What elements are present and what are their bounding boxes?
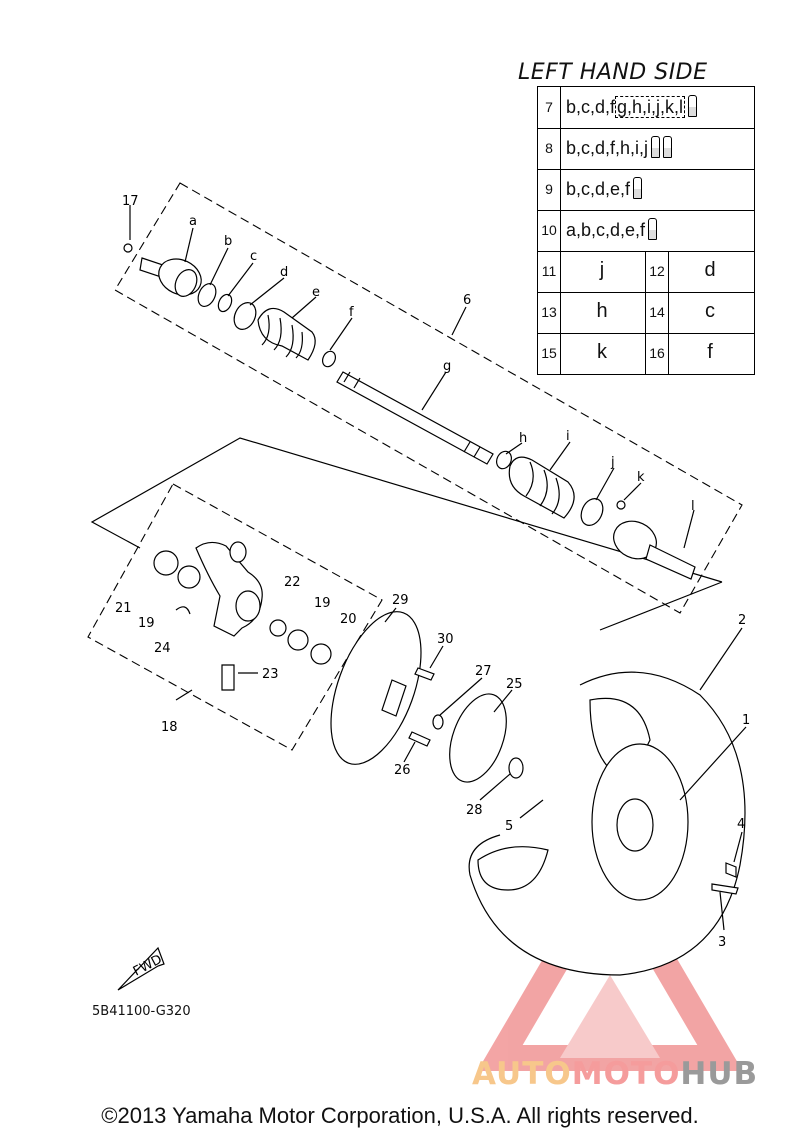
o-ring-27 (432, 714, 444, 730)
legend-row: 8 b,c,d,f,h,i,j (537, 128, 755, 170)
valve-3 (711, 883, 739, 895)
label-2: 2 (738, 613, 746, 628)
label-c: c (250, 249, 257, 264)
boot-e (257, 307, 316, 361)
oil-seal-19a (177, 565, 201, 589)
label-17: 17 (122, 194, 139, 209)
stud-26 (408, 731, 431, 747)
ring-c (217, 293, 233, 313)
fwd-arrow-icon: FWD (117, 946, 165, 991)
collar-22 (269, 619, 287, 637)
cv-joint-outer-a (139, 257, 202, 297)
label-k: k (637, 470, 645, 485)
watermark-text: AUTOMOTOHUB (472, 1056, 759, 1092)
diagram-code: 5B41100-G320 (92, 1004, 191, 1019)
grease-tube-icon (663, 136, 673, 159)
legend-pair-row: 13 h 14 c (537, 292, 755, 334)
label-a: a (189, 214, 197, 229)
label-f: f (349, 305, 354, 320)
label-23: 23 (262, 667, 279, 682)
ball-joint-23 (221, 664, 235, 691)
label-22: 22 (284, 575, 301, 590)
leader-lines (129, 205, 747, 931)
nut-4 (725, 862, 737, 878)
oil-seal-19b (287, 629, 309, 651)
label-29: 29 (392, 593, 409, 608)
fwd-label: FWD (131, 952, 165, 979)
wheel-rim-1 (591, 743, 689, 901)
band-j (580, 498, 604, 526)
legend-pair-row: 15 k 16 f (537, 333, 755, 375)
label-28: 28 (466, 803, 483, 818)
nut-28 (508, 757, 524, 779)
label-h: h (519, 431, 527, 446)
shaft-g (336, 371, 494, 465)
dashed-boxed-group: g,h,i,j,k,l (615, 96, 686, 118)
band-d (233, 302, 257, 330)
label-19a: 19 (138, 616, 155, 631)
grease-tube-icon (688, 95, 698, 118)
label-20: 20 (340, 612, 357, 627)
label-18: 18 (161, 720, 178, 735)
circlip-24 (175, 606, 191, 615)
legend-pair-row: 11 j 12 d (537, 251, 755, 293)
steering-knuckle (195, 541, 263, 637)
legend-row-number: 7 (538, 87, 561, 128)
grease-tube-icon (648, 218, 658, 241)
hub-25 (449, 693, 507, 783)
knuckle-group-box (87, 483, 383, 751)
label-e: e (312, 285, 320, 300)
boot-i (508, 456, 575, 519)
label-d: d (280, 265, 288, 280)
copyright-notice: ©2013 Yamaha Motor Corporation, U.S.A. A… (101, 1103, 699, 1128)
grease-tube-icon (651, 136, 661, 159)
label-6: 6 (463, 293, 471, 308)
brake-disc-29 (330, 611, 422, 765)
label-j: j (610, 455, 615, 470)
label-4: 4 (737, 817, 745, 832)
grease-tube-icon (633, 177, 643, 200)
driveshaft-group-box (114, 182, 743, 614)
label-5: 5 (505, 819, 513, 834)
label-30: 30 (437, 632, 454, 647)
label-b: b (224, 234, 232, 249)
bolt-30 (414, 667, 435, 681)
legend-row: 10 a,b,c,d,e,f (537, 210, 755, 252)
label-19b: 19 (314, 596, 331, 611)
assembly-outline (90, 437, 723, 583)
label-26: 26 (394, 763, 411, 778)
label-27: 27 (475, 664, 492, 679)
circlip-17 (123, 243, 133, 253)
label-25: 25 (506, 677, 523, 692)
label-g: g (443, 359, 451, 374)
label-21: 21 (115, 601, 132, 616)
label-1: 1 (742, 713, 750, 728)
circlip-k (616, 500, 626, 510)
callout-labels: 17 a b c d e f 6 g h i j k l 2 1 4 3 5 2… (115, 194, 750, 950)
bearing-21 (153, 550, 179, 576)
band-f (321, 350, 337, 368)
label-l: l (691, 499, 695, 514)
legend-row: 9 b,c,d,e,f (537, 169, 755, 211)
circlip-b (197, 283, 217, 307)
bearing-20 (310, 643, 332, 665)
page-title: LEFT HAND SIDE (518, 60, 708, 85)
band-h (496, 450, 512, 470)
label-3: 3 (718, 935, 726, 950)
cv-joint-outer-l (613, 520, 696, 580)
label-i: i (566, 429, 570, 444)
label-24: 24 (154, 641, 171, 656)
